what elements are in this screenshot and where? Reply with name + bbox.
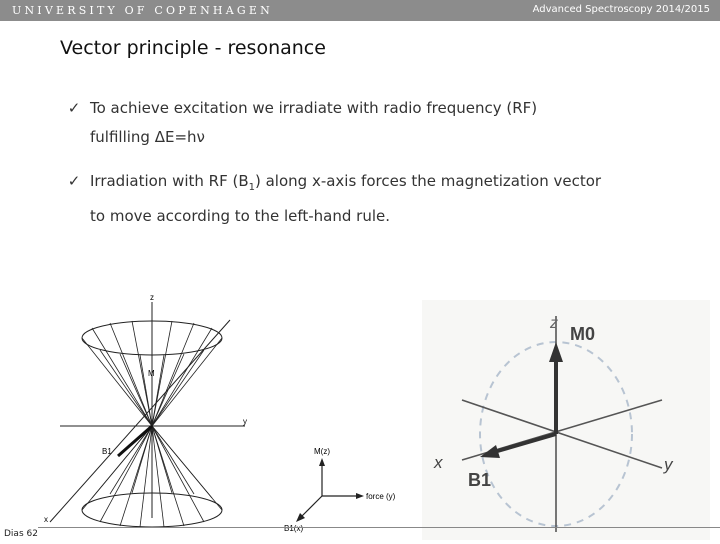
bullet-text-line: fulfilling ΔE=hν: [90, 128, 205, 146]
course-title: Advanced Spectroscopy 2014/2015: [532, 4, 710, 15]
left-hand-rule-inset: M(z) force (y) B1(x): [284, 447, 396, 533]
precession-cone-figure: z y M B1 x: [44, 293, 247, 528]
footer: Dias 62: [0, 527, 720, 540]
x-axis: [461, 399, 663, 469]
bullet-text-line: Irradiation with RF (B1) along x-axis fo…: [90, 167, 700, 202]
b1-arrowhead: [480, 445, 500, 458]
b1x-arrow: [301, 495, 323, 517]
b1x-arrowhead: [296, 513, 305, 522]
header-bar: UNIVERSITY OF COPENHAGEN Advanced Spectr…: [0, 0, 720, 21]
mz-arrowhead: [319, 458, 325, 466]
footer-divider: [38, 527, 720, 528]
subscript: 1: [248, 182, 255, 193]
y-axis-label: y: [243, 417, 247, 426]
b1-vector: [117, 424, 153, 458]
x-axis-label: x: [44, 515, 48, 524]
bullet-text: ) along x-axis forces the magnetization …: [255, 172, 602, 190]
cone-rays: [81, 320, 223, 528]
m0-label: M0: [570, 324, 595, 344]
x-axis: [49, 319, 231, 523]
bullet-text-line: To achieve excitation we irradiate with …: [90, 99, 538, 117]
magnetization-vector-photo: z M0 x y B1: [422, 300, 710, 540]
bullet-irradiation: ✓ Irradiation with RF (B1) along x-axis …: [67, 167, 700, 231]
bullet-excitation: ✓ To achieve excitation we irradiate wit…: [67, 94, 700, 152]
b1-label: B1: [468, 470, 491, 490]
m-label: M: [148, 369, 155, 378]
force-label: force (y): [366, 492, 396, 501]
vector-diagram: z M0 x y B1: [433, 315, 674, 532]
slide-number: Dias 62: [4, 529, 38, 539]
university-name: UNIVERSITY OF COPENHAGEN: [12, 4, 273, 17]
b1x-label: B1(x): [284, 524, 303, 533]
z-axis-label: z: [150, 293, 154, 302]
force-arrowhead: [356, 493, 364, 499]
bullet-text-line: to move according to the left-hand rule.: [90, 207, 390, 225]
y-axis-label: y: [663, 455, 674, 474]
b1-label: B1: [102, 447, 112, 456]
m0-arrowhead: [549, 342, 563, 362]
b1-vector: [493, 432, 557, 454]
x-axis-label: x: [433, 453, 443, 472]
checkmark-icon: ✓: [67, 172, 81, 190]
z-axis-label: z: [549, 315, 558, 332]
slide-title: Vector principle - resonance: [60, 37, 326, 59]
bullet-text: Irradiation with RF (B: [90, 172, 249, 190]
mz-label: M(z): [314, 447, 330, 456]
checkmark-icon: ✓: [67, 99, 81, 117]
